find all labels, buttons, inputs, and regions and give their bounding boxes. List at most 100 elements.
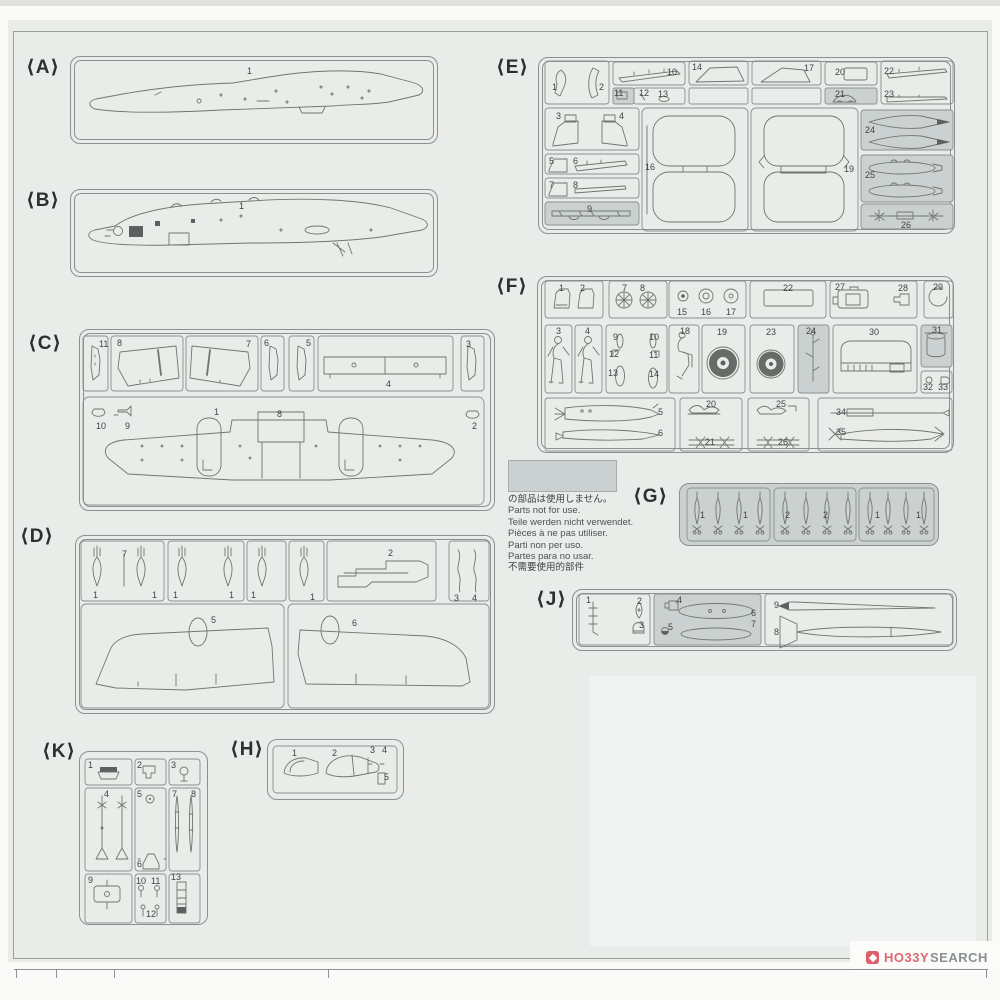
part-number: 12 [639,88,650,98]
wing-upper-outlines [95,615,471,691]
part-number: 3 [556,326,562,336]
part-number: 11 [99,339,109,349]
table-divider-tick [16,970,17,978]
part-number: 9 [587,204,593,214]
part-number: 7 [172,789,178,799]
part-number: 1 [93,590,99,600]
part-number: 10 [96,421,107,431]
part-number: 2 [472,421,478,431]
sprue-tray-f: 1 2 7 8 15 16 17 22 27 28 29 3 4 9 10 12… [537,276,954,453]
part-number: 1 [292,748,298,758]
part-number: 15 [677,307,688,317]
part-number: 6 [751,608,757,618]
note-line-italian: Parti non per uso. [508,539,583,551]
sprue-label-h: H [230,740,263,760]
part-number: 1 [88,760,94,770]
sprue-letter: G [642,486,658,507]
part-number: 19 [844,164,855,174]
scan-edge-band [0,0,1000,6]
parts-not-for-use-note: の部品は使用しません。 Parts not for use. Teile wer… [508,494,633,574]
part-number: 17 [804,63,815,73]
part-number: 33 [938,382,949,392]
part-number: 14 [649,369,660,379]
part-number: 7 [622,283,628,293]
part-number: 20 [706,399,717,409]
part-number: 17 [726,307,737,317]
part-number: 9 [774,600,780,610]
part-number: 26 [901,220,912,230]
part-number: 22 [884,66,895,76]
part-number: 8 [573,180,579,190]
sprue-letter: D [29,526,44,547]
part-number: 3 [454,593,460,603]
part-number: 1 [214,407,220,417]
part-number: 1 [559,283,565,293]
part-number: 31 [932,325,943,335]
table-divider-tick [986,970,987,978]
part-number: 16 [645,162,656,172]
note-line-japanese: の部品は使用しません。 [508,494,613,505]
sprue-label-k: K [42,742,75,762]
part-number: 5 [384,772,390,782]
part-number: 8 [277,409,283,419]
part-number: 10 [136,876,147,886]
part-number: 4 [677,595,683,605]
part-number: 1 [700,510,706,520]
note-line-french: Pièces à ne pas utiliser. [508,528,608,540]
part-number: 21 [705,437,716,447]
part-number: 2 [580,283,586,293]
part-number: 25 [776,399,787,409]
small-parts [90,345,477,387]
part-number: 4 [585,326,591,336]
page-border-frame [13,31,988,959]
part-number: 2 [137,760,143,770]
sprue-letter: C [37,333,52,354]
hobby-search-brand: HO33Y [884,950,930,965]
part-number: 7 [122,549,128,559]
sprue-letter: J [545,589,557,610]
note-line-german: Teile werden nicht verwendet. [508,516,634,528]
part-number: 5 [137,789,143,799]
part-number: 32 [923,382,934,392]
part-number: 2 [599,82,605,92]
part-number: 5 [306,338,312,348]
sprue-label-d: D [20,527,53,547]
hobby-search-icon [866,951,879,964]
hobby-search-watermark: HO33Y SEARCH [850,941,1000,972]
part-number: 29 [933,282,944,292]
part-number: 1 [916,510,922,520]
part-number: 35 [836,427,847,437]
part-number: 4 [619,111,625,121]
part-number: 22 [783,283,794,293]
part-number: 30 [869,327,880,337]
sprue-tray-a: 1 [70,56,438,144]
part-number: 4 [104,789,110,799]
figure-and-engine-parts [547,330,950,389]
part-number: 6 [573,156,579,166]
part-number: 2 [637,596,643,606]
part-number: 1 [586,595,592,605]
part-number: 18 [680,326,691,336]
sprue-d-drawing [80,540,490,709]
part-number: 1 [239,201,245,211]
small-parts [93,765,194,917]
fuselage-half-outline [89,70,424,114]
part-number: 16 [701,307,712,317]
part-number: 2 [823,510,829,520]
sprue-label-j: J [536,590,566,610]
part-number: 1 [552,82,558,92]
part-number: 13 [658,89,669,99]
sprue-c-drawing [82,335,485,506]
sprue-letter: B [35,190,50,211]
part-number: 11 [649,350,659,360]
part-number: 8 [117,338,123,348]
sprue-letter: H [239,739,254,760]
note-line-english: Parts not for use. [508,505,581,517]
cockpit-parts [553,286,948,309]
part-number: 9 [88,875,94,885]
part-number: 20 [835,67,846,77]
next-section-table-edge [14,969,988,970]
part-number: 5 [211,615,217,625]
part-number: 1 [875,510,881,520]
wing-lower-outline [91,405,480,481]
